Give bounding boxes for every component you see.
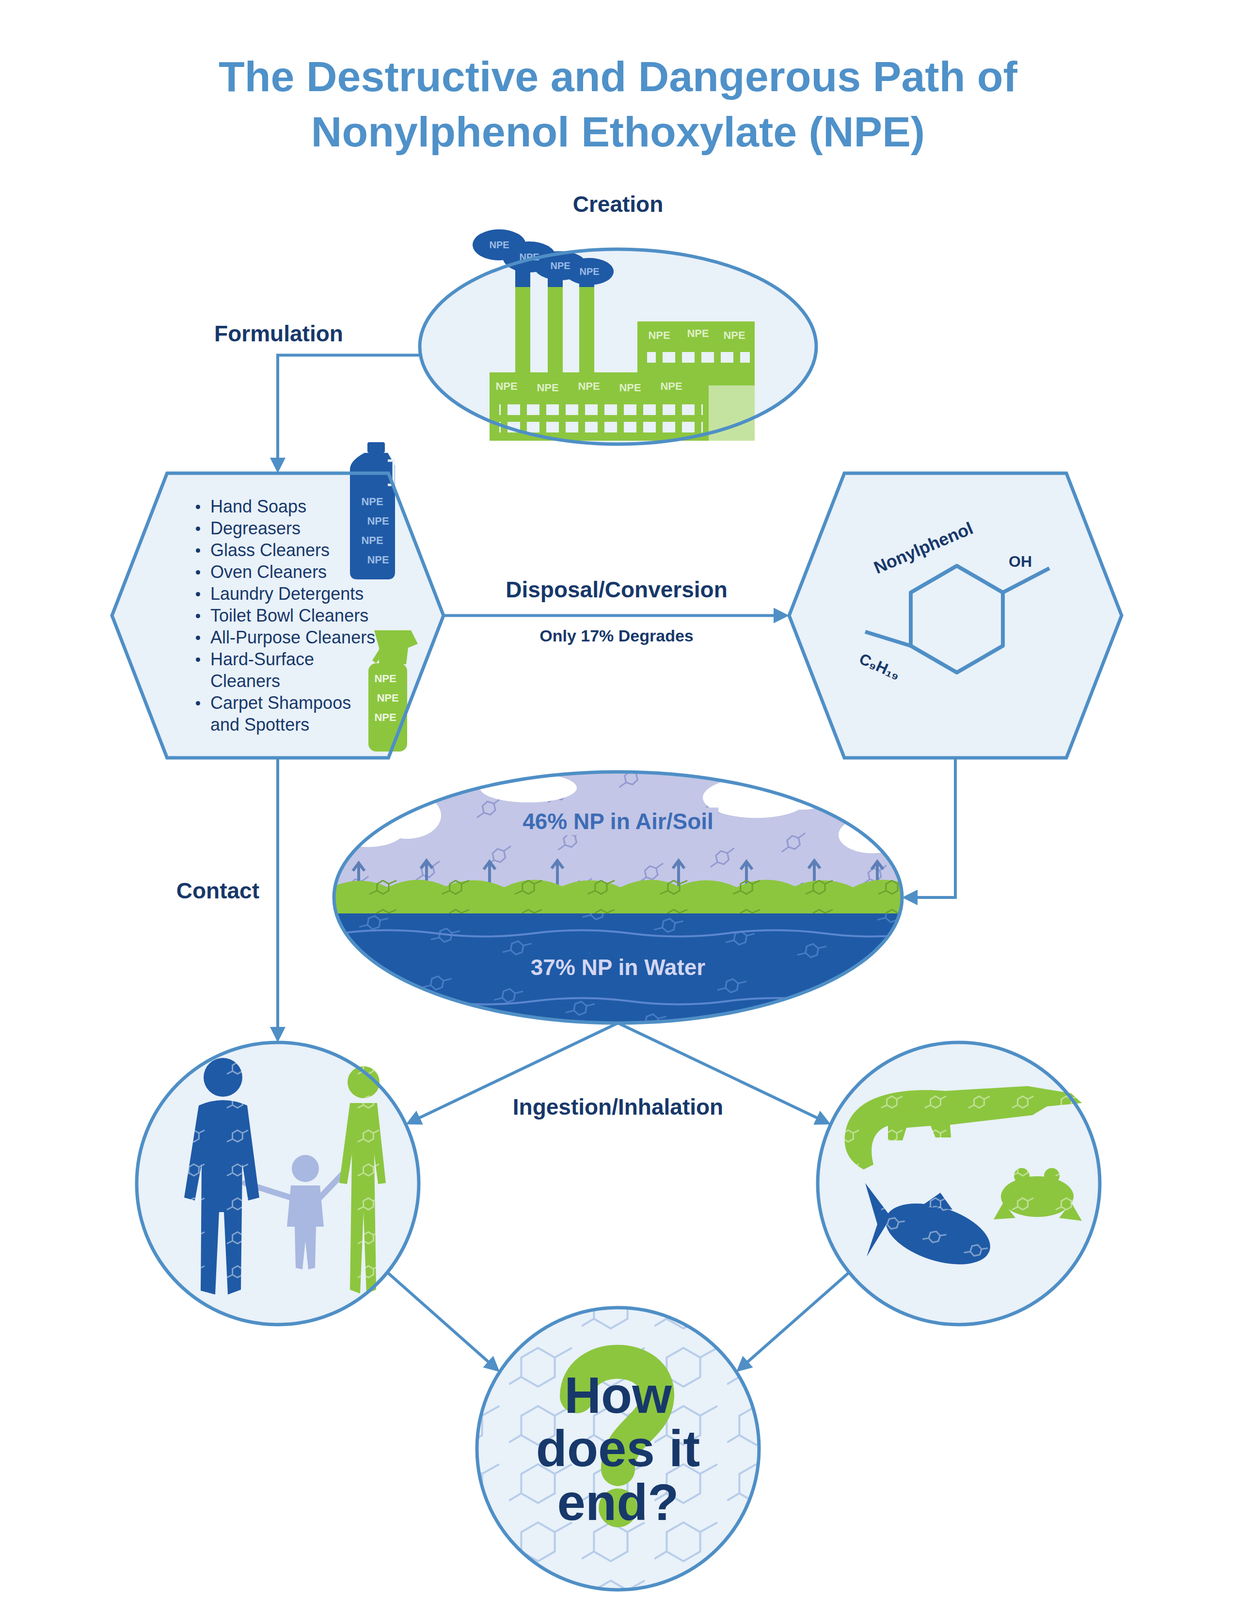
- wildlife-circle: [815, 1040, 1102, 1327]
- flow-arrow: [277, 355, 421, 469]
- npe-mark: NPE: [366, 514, 389, 527]
- creation-ellipse-outline: [417, 247, 819, 446]
- conversion-hexagon-outline: [787, 471, 1124, 760]
- edge-label: Ingestion/Inhalation: [507, 1093, 729, 1121]
- products-hexagon: Hand SoapsDegreasersGlass CleanersOven C…: [110, 471, 446, 760]
- family-figures: [184, 1057, 386, 1295]
- node-text: Creation: [572, 191, 664, 218]
- flow-arrow: [443, 614, 785, 618]
- product-item: All-Purpose Cleaners: [193, 626, 383, 649]
- npe-mark: NPE: [495, 380, 518, 393]
- flow-arrow: [906, 757, 956, 898]
- people-circle-outline: [134, 1040, 421, 1327]
- node-text: How does it end?: [513, 1368, 723, 1529]
- npe-mark: NPE: [723, 329, 745, 342]
- flow-note: Only 17% Degrades: [539, 626, 694, 646]
- conversion-hexagon: NonylphenolOH C₉H₁₉: [787, 471, 1124, 760]
- npe-mark: NPE: [550, 260, 571, 272]
- product-item: Toilet Bowl Cleaners: [193, 604, 383, 627]
- npe-mark: NPE: [648, 329, 670, 342]
- flow-arrow: [276, 757, 280, 1038]
- npe-mark: NPE: [686, 327, 709, 340]
- outcome-background: [475, 1305, 761, 1592]
- creation-ellipse: Creation: [417, 186, 819, 446]
- npe-mark: NPE: [376, 691, 399, 704]
- npe-mark: NPE: [489, 239, 509, 251]
- outcome-circle-border: [476, 1307, 760, 1590]
- node-text: 37% NP in Water: [525, 953, 711, 982]
- shape-fill: [789, 473, 1122, 758]
- npe-mark: NPE: [579, 266, 600, 278]
- product-item: Hand Soaps: [193, 495, 383, 518]
- product-item: Carpet Shampoos and Spotters: [193, 691, 383, 736]
- environment-ellipse: 46% NP in Air/Soil 37% NP in Water: [332, 769, 904, 1025]
- edge-label: Contact: [171, 876, 265, 905]
- edge-label: Formulation: [209, 319, 349, 348]
- npe-mark: NPE: [536, 381, 559, 394]
- flow-arrow: [387, 1271, 496, 1369]
- shape-fill: [136, 1042, 419, 1325]
- npe-mark: NPE: [374, 672, 397, 685]
- node-text: 46% NP in Air/Soil: [517, 807, 719, 836]
- npe-mark: NPE: [618, 381, 641, 394]
- environment-ellipse-border: [333, 771, 903, 1023]
- conversion-hexagon-border: [789, 473, 1122, 758]
- npe-mark: NPE: [366, 553, 389, 566]
- creation-ellipse-border: [419, 249, 817, 444]
- npe-mark: NPE: [577, 380, 600, 393]
- product-item: Degreasers: [193, 517, 383, 539]
- shape-fill: [419, 249, 817, 444]
- node-text: OH: [1008, 552, 1032, 571]
- npe-mark: NPE: [374, 711, 397, 724]
- diagram-title: The Destructive and Dangerous Path of No…: [96, 48, 1140, 160]
- node-text: C₉H₁₉: [856, 649, 904, 684]
- outcome-circle: How does it end?: [475, 1305, 761, 1592]
- npe-mark: NPE: [361, 495, 383, 508]
- wildlife-circle-border: [817, 1042, 1100, 1325]
- product-item: Oven Cleaners: [193, 560, 383, 583]
- environment-scene: [329, 762, 921, 1030]
- shape-fills: [111, 249, 1122, 1590]
- nonylphenol-molecule: [865, 565, 1050, 673]
- edge-label: Disposal/Conversion: [500, 575, 733, 604]
- product-item: Laundry Detergents: [193, 582, 383, 605]
- product-item: Hard-Surface Cleaners: [193, 648, 383, 692]
- people-circle: [134, 1040, 421, 1327]
- people-circle-border: [136, 1042, 419, 1325]
- shape-fill: [817, 1042, 1100, 1325]
- npe-mark: NPE: [660, 380, 682, 393]
- wildlife-circle-outline: [815, 1040, 1102, 1327]
- product-item: Glass Cleaners: [193, 538, 383, 561]
- npe-mark: NPE: [361, 534, 383, 547]
- products-hexagon-border: [111, 473, 444, 758]
- wildlife-figures: [844, 1085, 1082, 1276]
- flow-arrow: [740, 1271, 850, 1369]
- node-text: Nonylphenol: [871, 517, 977, 578]
